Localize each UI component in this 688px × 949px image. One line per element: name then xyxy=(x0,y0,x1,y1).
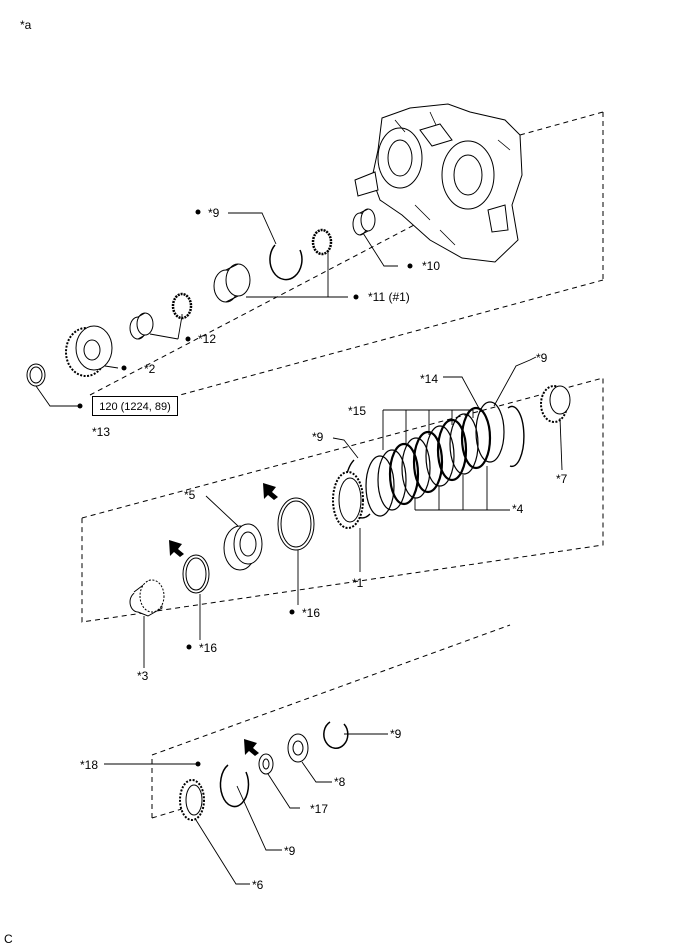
label-12: *12 xyxy=(198,332,217,346)
snap-ring-9-right xyxy=(507,405,525,468)
label-10: *10 xyxy=(422,259,441,273)
gear-2 xyxy=(65,325,113,377)
dashed-boundary-lower xyxy=(151,624,511,819)
label-2: *2 xyxy=(144,362,156,376)
leader-lines xyxy=(35,212,563,885)
bushing-10 xyxy=(352,208,376,236)
label-16-upper: *16 xyxy=(302,606,321,620)
label-15: *15 xyxy=(348,404,367,418)
label-9-top: *9 xyxy=(208,206,220,220)
bearing-race-12 xyxy=(129,312,154,340)
label-18: *18 xyxy=(80,758,99,772)
plate-1 xyxy=(332,471,364,529)
transaxle-case-drawing xyxy=(354,103,523,263)
label-9-bottom-right: *9 xyxy=(390,727,402,741)
view-label: *a xyxy=(20,18,32,32)
clutch-pack xyxy=(365,401,505,517)
thrust-washer-13 xyxy=(26,363,46,387)
label-8: *8 xyxy=(334,775,346,789)
plate-6 xyxy=(179,779,205,821)
label-9-mid: *9 xyxy=(312,430,324,444)
label-5: *5 xyxy=(184,488,196,502)
o-ring-16-upper xyxy=(277,497,315,551)
label-13: *13 xyxy=(92,425,111,439)
label-3: *3 xyxy=(137,669,149,683)
snap-ring-9-bottom-right xyxy=(323,721,349,749)
label-9-bottom: *9 xyxy=(284,844,296,858)
dashed-boundary-middle xyxy=(81,377,604,623)
label-17: *17 xyxy=(310,802,329,816)
plate-8 xyxy=(287,733,309,763)
piston-5 xyxy=(223,523,263,571)
label-6: *6 xyxy=(252,878,264,892)
label-9-right: *9 xyxy=(536,351,548,365)
clutch-hub-3 xyxy=(129,579,165,617)
snap-ring-9-top xyxy=(269,244,303,281)
footer-code: C xyxy=(4,932,13,946)
clutch-drum-7 xyxy=(540,385,571,423)
label-16-lower: *16 xyxy=(199,641,218,655)
direction-arrows xyxy=(169,483,278,756)
label-4: *4 xyxy=(512,502,524,516)
bearing-race-large xyxy=(213,263,251,303)
snap-ring-9-bottom xyxy=(219,764,250,808)
needle-bearing-right xyxy=(311,228,333,256)
label-1: *1 xyxy=(352,576,364,590)
torque-spec-box: 120 (1224, 89) xyxy=(92,396,178,416)
washer-17 xyxy=(258,753,274,775)
o-ring-16-lower xyxy=(182,554,210,594)
label-7: *7 xyxy=(556,472,568,486)
dashed-boundary-upper xyxy=(89,111,604,396)
label-11: *11 (#1) xyxy=(368,290,410,304)
leader-dots xyxy=(77,209,413,767)
label-14: *14 xyxy=(420,372,439,386)
